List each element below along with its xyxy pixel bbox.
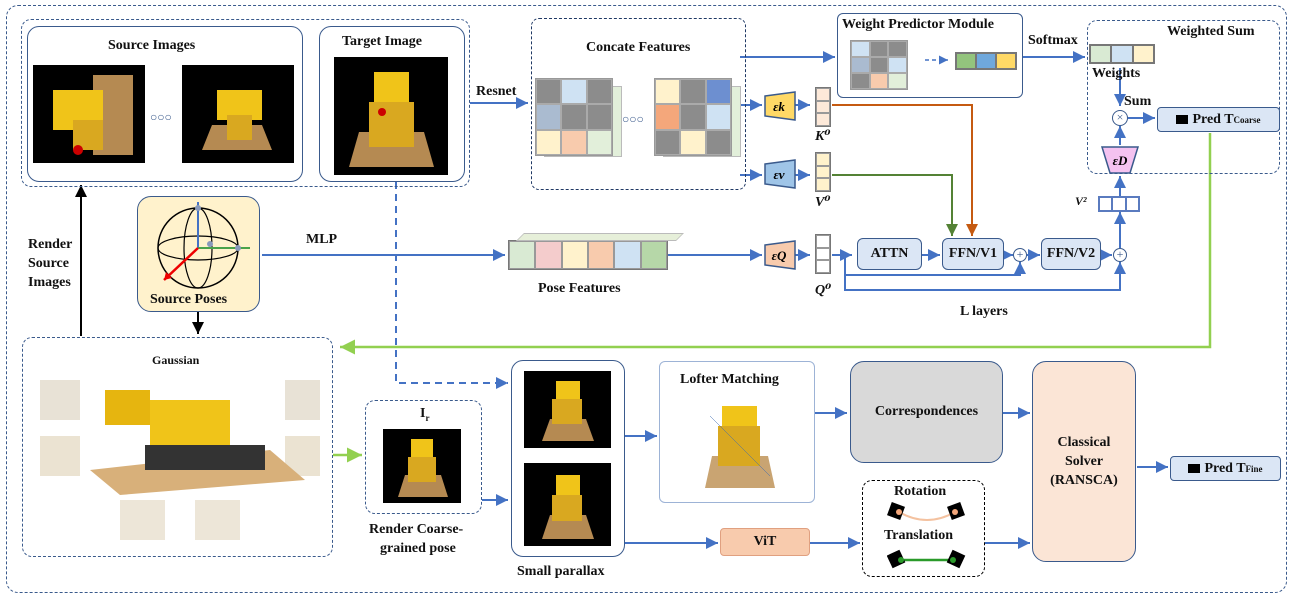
eps-k-label: εk [773,99,785,114]
ir-image [383,429,461,503]
concate-features-title: Concate Features [586,40,691,55]
solver-label-3: (RANSCA) [1050,473,1118,488]
pred-fine-sub: Fine [1245,463,1263,474]
solver-label-2: Solver [1064,454,1104,469]
sum-label: Sum [1124,94,1152,109]
translation-label: Translation [884,528,953,543]
feature-grid-2 [654,78,732,156]
solver-label-1: Classical [1057,435,1111,450]
gaussian-render [40,380,320,540]
eps-v-block: εv [764,159,796,189]
weight-predictor-grid [850,40,908,90]
v0-vector [815,152,831,192]
softmax-label: Softmax [1028,33,1078,48]
source-ellipsis: ○○○ [150,110,172,124]
eps-v-label: εv [773,167,784,182]
eps-d-label: εD [1113,153,1128,168]
v2-label: V² [1075,194,1087,208]
concate-features-panel [531,18,746,190]
parallax-image-2 [524,463,611,546]
eps-k-block: εk [764,91,796,121]
v0-label: V⁰ [815,195,831,210]
add-operator-2: + [1113,248,1127,262]
render-coarse-label-1: Render Coarse- [369,522,464,537]
pose-features-label: Pose Features [538,281,621,296]
weight-predictor-title: Weight Predictor Module [842,17,994,32]
source-image-1 [33,65,145,163]
render-coarse-label-2: grained pose [380,541,456,556]
ir-main: I [420,406,426,421]
lofter-matching-image [705,406,775,488]
weighted-sum-panel [1087,20,1280,174]
target-image [334,57,448,175]
source-images-panel [27,26,303,182]
ir-panel [365,400,482,514]
ffn-v2-block: FFN/V2 [1041,238,1101,270]
attn-block: ATTN [857,238,922,270]
lofter-matching-panel [659,361,815,503]
pred-coarse-label: Pred T [1192,111,1234,127]
mlp-label: MLP [306,232,338,247]
vit-box: ViT [720,528,810,556]
rotation-icon [887,502,965,521]
source-image-2 [182,65,294,163]
pred-fine-box: Pred T Fine [1170,456,1281,481]
source-poses-label: Source Poses [150,292,228,307]
resnet-label: Resnet [476,84,517,99]
pose-axes-icon [157,202,250,289]
rotation-translation-panel [862,480,985,577]
weight-predictor-output [955,52,1017,70]
feature-ellipsis: ○○○ [622,112,644,126]
vit-label: ViT [753,534,777,549]
gaussian-panel [22,337,333,557]
target-image-panel [319,26,465,182]
parallax-image-1 [524,371,611,448]
weights-vector [1089,44,1155,64]
lofter-matching-title: Lofter Matching [680,372,779,387]
k0-label: K⁰ [815,129,831,144]
pose-features-bar [508,240,668,270]
render-source-label-3: Images [28,275,71,290]
sum-operator: × [1112,110,1128,126]
q0-label: Q⁰ [815,283,832,298]
feature-grid-1 [535,78,613,156]
ir-sub: r [425,412,430,423]
camera-icon [1176,115,1189,124]
render-source-label-1: Render [28,237,73,252]
ir-label: Ir [420,406,429,423]
v2-vector [1098,196,1140,212]
small-parallax-panel [511,360,625,557]
source-images-title: Source Images [108,38,196,53]
target-image-title: Target Image [342,34,422,49]
pred-coarse-sub: Coarse [1233,114,1261,125]
add-operator-1: + [1013,248,1027,262]
pose-features-bar-top [516,233,684,241]
k0-vector [815,87,831,127]
ffn-v1-block: FFN/V1 [942,238,1004,270]
pred-fine-label: Pred T [1204,460,1246,476]
correspondences-box: Correspondences [850,361,1003,463]
pred-coarse-box: Pred T Coarse [1157,107,1280,132]
weights-label: Weights [1092,66,1141,81]
small-parallax-label: Small parallax [517,564,605,579]
q0-vector [815,234,831,274]
weight-predictor-panel [837,13,1023,98]
classical-solver-box: Classical Solver (RANSCA) [1032,361,1136,562]
rotation-label: Rotation [894,484,947,499]
translation-icon [887,549,966,569]
eps-q-label: εQ [772,248,787,263]
camera-icon-fine [1188,464,1201,473]
correspondences-label: Correspondences [874,404,979,419]
eps-d-block: εD [1100,146,1140,174]
gaussian-title: Gaussian [152,353,200,367]
l-layers-label: L layers [960,304,1008,319]
images-group [21,19,470,187]
eps-q-block: εQ [764,240,796,270]
render-source-label-2: Source [28,256,69,271]
outer-frame [6,5,1287,593]
weighted-sum-title: Weighted Sum [1167,24,1255,39]
